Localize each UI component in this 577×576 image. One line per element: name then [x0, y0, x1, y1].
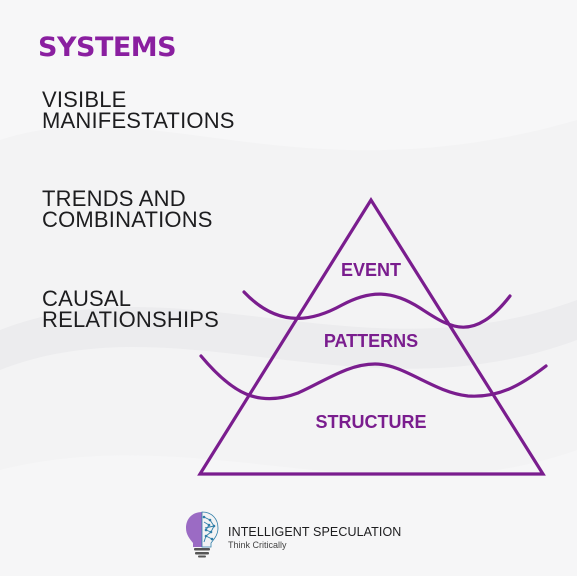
level-label-line: VISIBLE — [42, 87, 127, 112]
level-label-line: MANIFESTATIONS — [42, 108, 235, 133]
tier-label-patterns: PATTERNS — [324, 331, 418, 351]
pyramid-outline — [197, 196, 546, 476]
brand-logo: INTELLIGENT SPECULATION Think Critically — [184, 510, 404, 560]
wave-line-lower — [199, 354, 548, 401]
brand-name: INTELLIGENT SPECULATION — [228, 525, 402, 539]
page-title: SYSTEMS — [38, 32, 177, 63]
wave-line-upper — [242, 290, 512, 329]
level-label-line: RELATIONSHIPS — [42, 307, 220, 332]
tier-label-event: EVENT — [341, 260, 401, 280]
level-label-visible-manifestations: VISIBLE MANIFESTATIONS — [42, 87, 235, 133]
lightbulb-brain-icon — [186, 511, 219, 558]
brand-tagline: Think Critically — [228, 540, 287, 550]
level-label-causal-relationships: CAUSAL RELATIONSHIPS — [42, 286, 220, 332]
level-label-line: CAUSAL — [42, 286, 132, 311]
level-label-trends-and-combinations: TRENDS AND COMBINATIONS — [42, 186, 213, 232]
tier-label-structure: STRUCTURE — [316, 412, 427, 432]
level-label-line: COMBINATIONS — [42, 207, 213, 232]
level-label-line: TRENDS AND — [42, 186, 186, 211]
